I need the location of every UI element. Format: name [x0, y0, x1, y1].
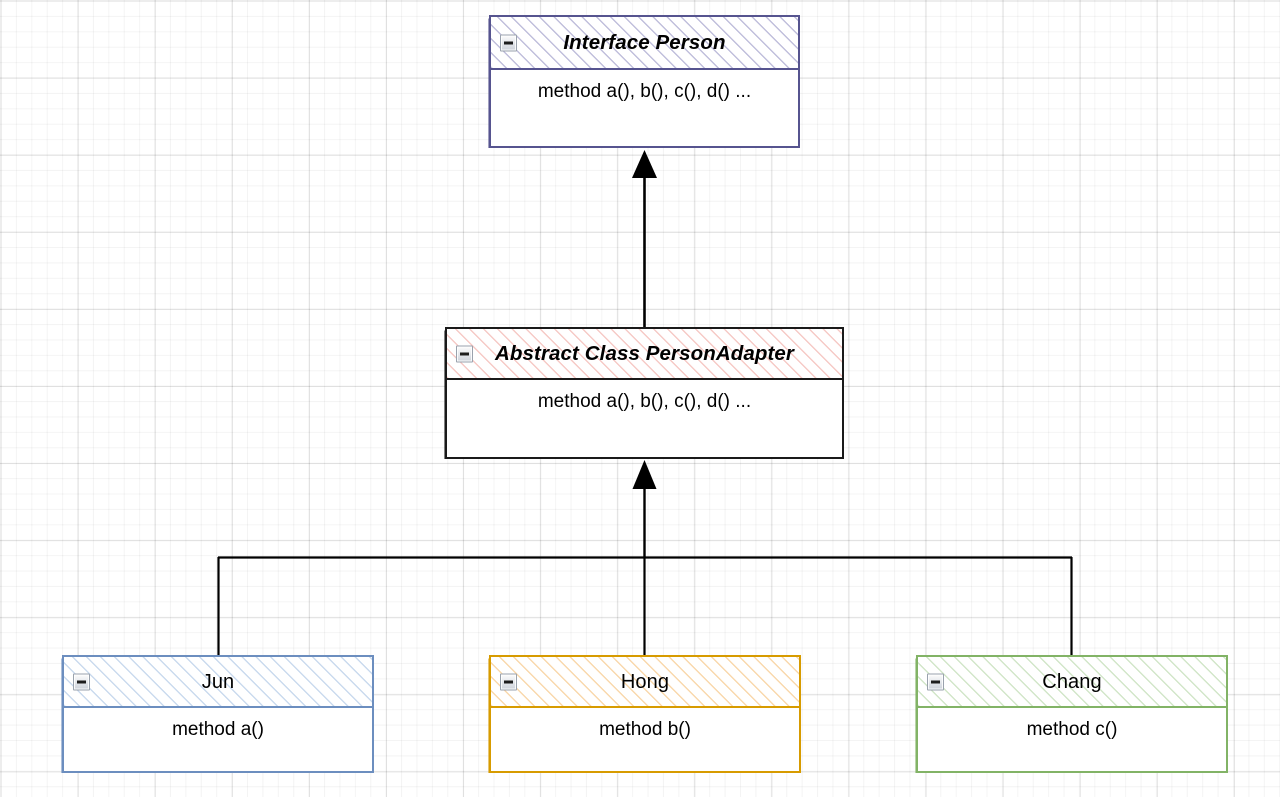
node-body: method a(), b(), c(), d() ... — [447, 380, 842, 457]
node-body: method a() — [64, 708, 372, 771]
node-title: Jun — [201, 670, 235, 693]
edge-children-to-adapter[interactable] — [217, 460, 1073, 656]
arrowhead-filled-triangle — [632, 150, 657, 178]
collapse-minus-icon[interactable] — [500, 34, 517, 51]
node-title: Interface Person — [563, 30, 726, 54]
node-interface-person[interactable]: Interface Person method a(), b(), c(), d… — [488, 15, 800, 148]
node-abstract-class-personadapter[interactable]: Abstract Class PersonAdapter method a(),… — [444, 327, 844, 459]
node-members: method c() — [1026, 719, 1118, 740]
collapse-minus-icon[interactable] — [927, 673, 944, 690]
minus-glyph — [504, 680, 513, 683]
collapse-minus-icon[interactable] — [500, 673, 517, 690]
edge-adapter-to-interface[interactable] — [632, 150, 657, 327]
collapse-minus-icon[interactable] — [73, 673, 90, 690]
node-title: Hong — [620, 670, 670, 693]
node-header: Abstract Class PersonAdapter — [447, 329, 842, 380]
node-chang[interactable]: Chang method c() — [915, 655, 1228, 773]
node-jun[interactable]: Jun method a() — [61, 655, 374, 773]
node-header: Hong — [491, 657, 799, 708]
arrowhead-filled-triangle — [632, 460, 657, 489]
node-header: Jun — [64, 657, 372, 708]
node-body: method a(), b(), c(), d() ... — [491, 70, 798, 146]
node-body: method c() — [918, 708, 1226, 771]
node-members: method a(), b(), c(), d() ... — [537, 391, 752, 412]
node-members: method b() — [599, 719, 691, 740]
node-members: method a(), b(), c(), d() ... — [537, 81, 752, 102]
node-hong[interactable]: Hong method b() — [488, 655, 801, 773]
minus-glyph — [504, 41, 513, 44]
node-header: Interface Person — [491, 17, 798, 70]
node-members: method a() — [172, 719, 264, 740]
node-title: Chang — [1042, 670, 1102, 693]
minus-glyph — [460, 352, 469, 355]
collapse-minus-icon[interactable] — [456, 345, 473, 362]
node-body: method b() — [491, 708, 799, 771]
node-header: Chang — [918, 657, 1226, 708]
minus-glyph — [77, 680, 86, 683]
minus-glyph — [931, 680, 940, 683]
node-title: Abstract Class PersonAdapter — [494, 341, 794, 365]
